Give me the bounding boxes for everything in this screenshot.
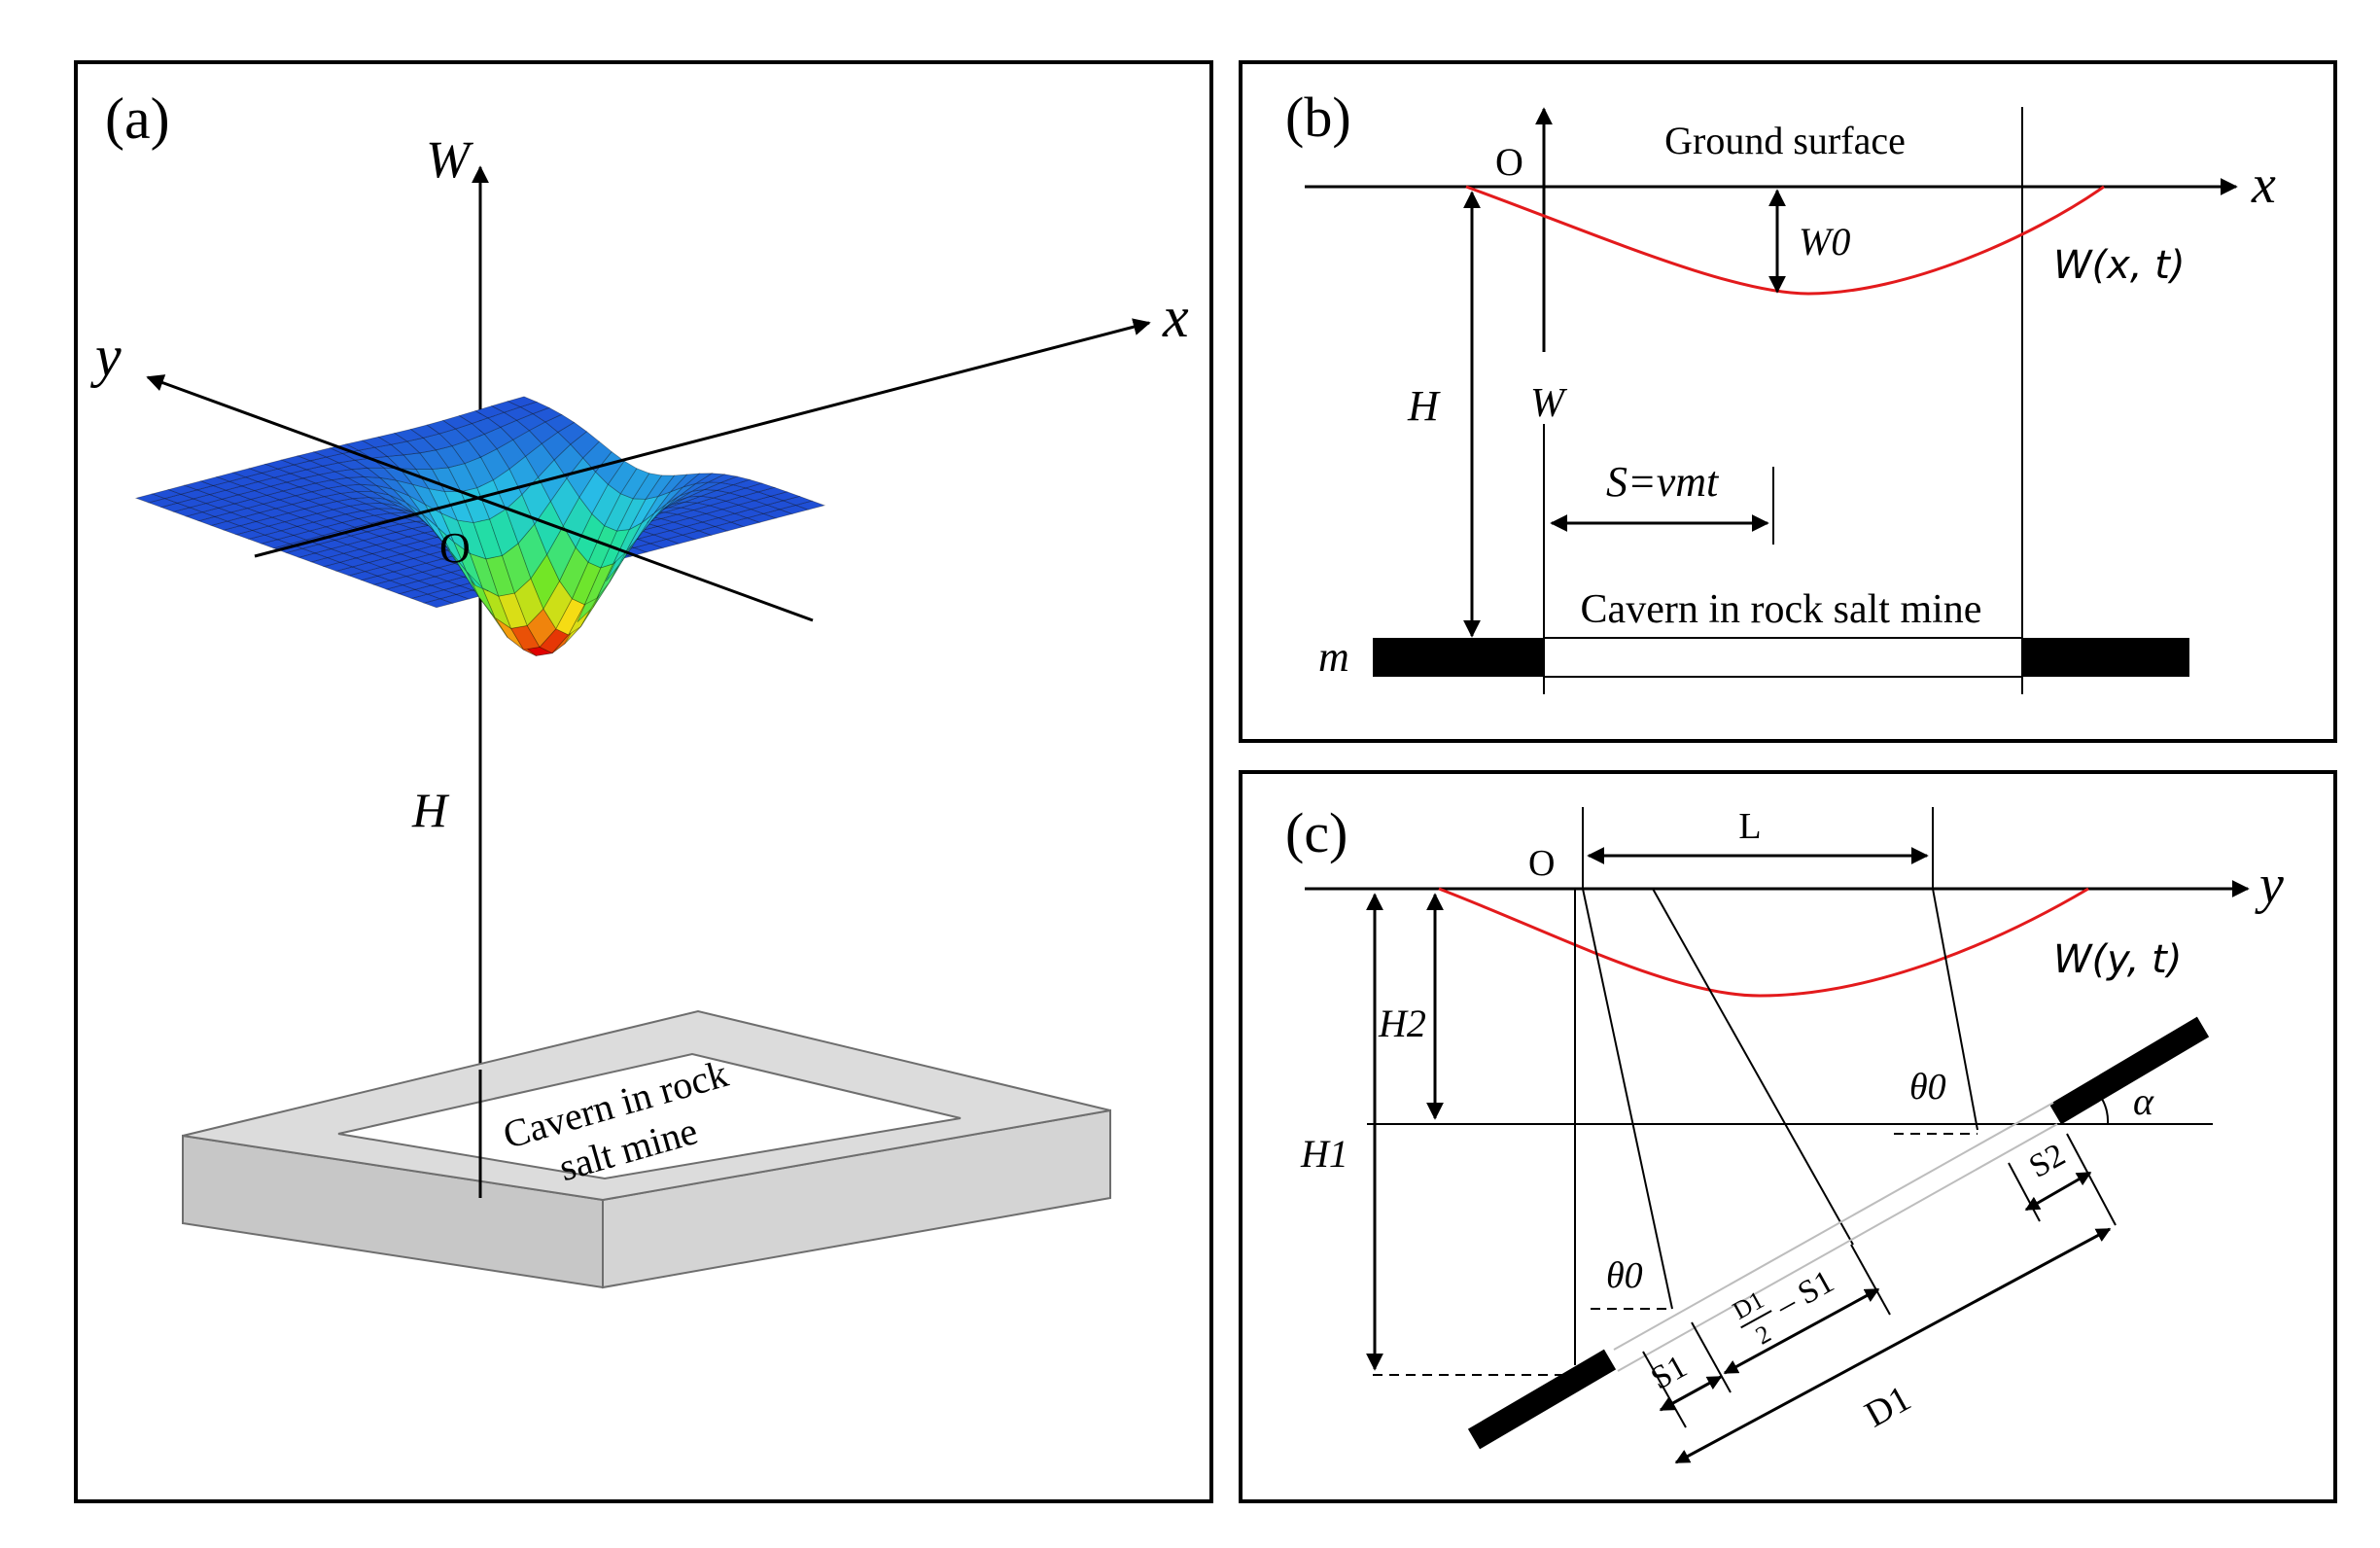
advance-label: S=vmt (1606, 458, 1720, 506)
d1-arrow (1674, 1227, 2112, 1464)
span-label: L (1738, 806, 1761, 847)
half-d-denominator: 2 (1751, 1319, 1775, 1351)
s2-arrow (2024, 1171, 2092, 1212)
seam-lower (1467, 1349, 1617, 1450)
dip-label: α (2133, 1079, 2154, 1123)
x-axis (254, 318, 1151, 558)
theta-upper-label: θ0 (1909, 1067, 1946, 1108)
panel-c: (c) y O L W(y, t) H2 H1 α (1239, 770, 2337, 1503)
dim-tick-4 (2008, 1162, 2041, 1222)
subsidence-surface (134, 396, 826, 656)
h1-label: H1 (1300, 1132, 1348, 1176)
dip-arc (2101, 1098, 2110, 1125)
seam-gap-bottom (1617, 1123, 2058, 1372)
seam-left (1373, 638, 1544, 677)
origin-label: O (1528, 843, 1555, 884)
curve-label: W(x, t) (2053, 243, 2186, 288)
max-subsidence-label: W0 (1799, 220, 1850, 264)
dim-tick-3 (1850, 1244, 1891, 1316)
s2-label: S2 (2023, 1137, 2071, 1185)
cavern-box (182, 1009, 1111, 1289)
thickness-label: m (1318, 633, 1349, 681)
depth-label: H (411, 783, 450, 837)
seam-upper (2048, 1016, 2210, 1125)
y-axis-label: y (2255, 855, 2284, 915)
influence-line-1 (1582, 888, 1673, 1310)
y-axis-label: y (89, 324, 122, 388)
y-axis (146, 374, 814, 622)
panel-a-frame (74, 60, 1213, 1503)
cavern-label: Cavern in rock salt mine (1581, 587, 1982, 632)
curve-label: W(y, t) (2053, 937, 2182, 982)
x-axis-label: x (1162, 285, 1189, 349)
w-axis-label: W (426, 130, 474, 189)
panel-b-label: (b) (1285, 86, 1351, 149)
ground-surface-label: Ground surface (1664, 119, 1906, 162)
panel-a-label: (a) (105, 87, 170, 151)
origin-label: O (439, 524, 471, 572)
half-d-numerator: D1 (1728, 1285, 1768, 1325)
panel-b-frame (1239, 60, 2337, 743)
subsidence-curve (1465, 185, 2105, 296)
panel-b: (b) x Ground surface O W W0 W(x, t) H S=… (1239, 60, 2337, 743)
h2-label: H2 (1378, 1002, 1426, 1045)
subsidence-curve (1438, 887, 2089, 998)
surface-cell (507, 396, 539, 407)
dim-tick-5 (2066, 1133, 2117, 1226)
influence-line-2 (1652, 888, 1854, 1246)
d1-label: D1 (1858, 1378, 1917, 1435)
panel-c-label: (c) (1285, 801, 1348, 864)
influence-line-3 (1932, 888, 1978, 1131)
theta-lower-label: θ0 (1606, 1255, 1643, 1296)
s1-label: S1 (1645, 1349, 1693, 1397)
seam-right (2022, 638, 2189, 677)
x-axis-label: x (2251, 155, 2276, 215)
origin-label: O (1495, 140, 1523, 184)
panel-c-frame (1239, 770, 2337, 1503)
panel-a: (a) W x y O H Cavern in rock salt mine (74, 60, 1213, 1503)
w-axis-label: W (1530, 381, 1568, 426)
depth-label: H (1407, 382, 1441, 430)
